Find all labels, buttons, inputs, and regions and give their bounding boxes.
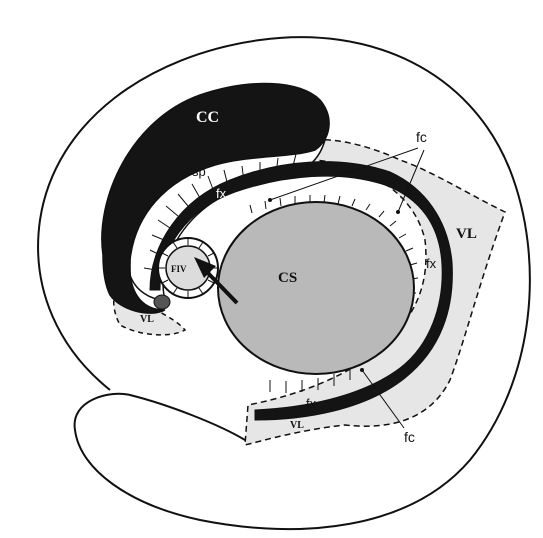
label-fx-top: fx bbox=[216, 186, 227, 201]
label-vl-left: VL bbox=[140, 314, 154, 325]
fiv-ring-hatching bbox=[158, 238, 218, 298]
label-fx-right: fx bbox=[426, 256, 437, 271]
ventricle-blob bbox=[153, 294, 171, 310]
fc-top-pointer-a bbox=[269, 147, 419, 201]
label-cc: CC bbox=[196, 109, 219, 126]
label-fc-bottom: fc bbox=[404, 429, 415, 445]
fc-top-pointer-b-dot bbox=[396, 210, 400, 214]
label-fiv: FIV bbox=[171, 264, 187, 274]
label-vl-bottom: VL bbox=[290, 420, 304, 431]
label-vl-right: VL bbox=[456, 226, 477, 242]
corpus-callosum bbox=[101, 82, 330, 314]
fc-top-pointer-b bbox=[397, 149, 425, 213]
fc-top-pointer-a-dot bbox=[268, 198, 272, 202]
label-fx-bottom: fx bbox=[306, 396, 317, 411]
hemisphere-outline bbox=[37, 36, 531, 531]
label-cs: CS bbox=[278, 270, 297, 286]
fc-bottom-pointer-dot bbox=[360, 368, 364, 372]
label-sp: sp bbox=[192, 164, 206, 179]
fiv-arrow-head bbox=[194, 257, 216, 278]
fiv-arrow-shaft bbox=[203, 268, 239, 305]
lateral-ventricle-region bbox=[244, 139, 506, 446]
label-fc-top: fc bbox=[416, 129, 427, 145]
fornix-band bbox=[149, 161, 453, 421]
fc-bottom-pointer bbox=[361, 369, 405, 429]
corpus-striatum bbox=[217, 201, 415, 375]
